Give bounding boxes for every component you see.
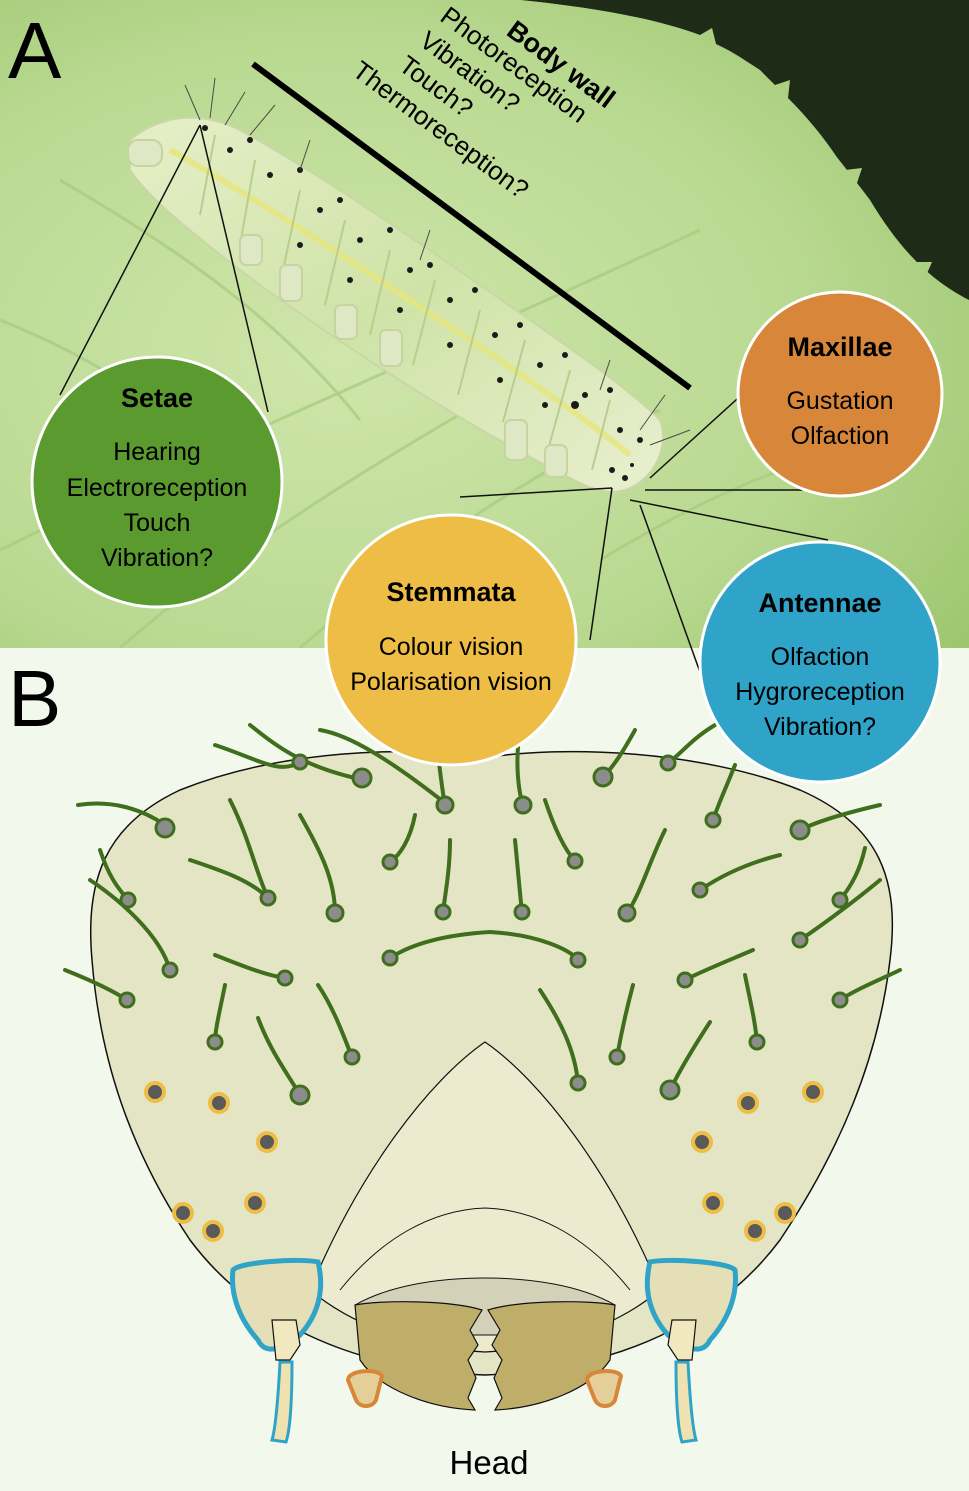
setae-title: Setae bbox=[121, 383, 193, 413]
setae-sense-4: Vibration? bbox=[101, 544, 213, 572]
antennae-circle: Antennae Olfaction Hygroreception Vibrat… bbox=[698, 540, 942, 784]
maxillae-sense-1: Gustation bbox=[786, 387, 893, 415]
head-illustration bbox=[63, 723, 902, 1444]
antenna-left bbox=[229, 1257, 324, 1444]
setae-group bbox=[63, 723, 902, 1106]
maxillae-title: Maxillae bbox=[787, 332, 892, 362]
head-label: Head bbox=[450, 1444, 529, 1481]
stemmata-title: Stemmata bbox=[386, 577, 516, 607]
maxillae-sense-2: Olfaction bbox=[791, 422, 890, 450]
antennae-sense-3: Vibration? bbox=[764, 713, 876, 741]
antennae-title: Antennae bbox=[758, 588, 881, 618]
antennae-sense-2: Hygroreception bbox=[735, 678, 905, 706]
setae-sense-2: Electroreception bbox=[67, 474, 248, 502]
caterpillar bbox=[127, 77, 691, 493]
mandible-left bbox=[354, 1301, 483, 1411]
setae-sense-3: Touch bbox=[124, 509, 191, 537]
maxilla-right bbox=[584, 1369, 624, 1408]
setae-circle: Setae Hearing Electroreception Touch Vib… bbox=[30, 355, 284, 609]
maxillae-circle: Maxillae Gustation Olfaction bbox=[736, 290, 944, 498]
panel-label-b: B bbox=[8, 654, 61, 743]
stemmata-dots bbox=[144, 1081, 824, 1242]
setae-sense-1: Hearing bbox=[113, 438, 201, 466]
frons bbox=[309, 1041, 661, 1353]
stemmata-sense-2: Polarisation vision bbox=[350, 668, 552, 696]
panel-label-a: A bbox=[8, 6, 62, 95]
body-wall-bar bbox=[251, 61, 692, 391]
antenna-right bbox=[644, 1257, 739, 1444]
antennae-sense-1: Olfaction bbox=[771, 643, 870, 671]
pointer-lines bbox=[59, 124, 830, 701]
mandible-right bbox=[487, 1301, 616, 1411]
stemmata-sense-1: Colour vision bbox=[379, 633, 524, 661]
stemmata-circle: Stemmata Colour vision Polarisation visi… bbox=[324, 513, 578, 767]
maxilla-left bbox=[345, 1369, 385, 1408]
